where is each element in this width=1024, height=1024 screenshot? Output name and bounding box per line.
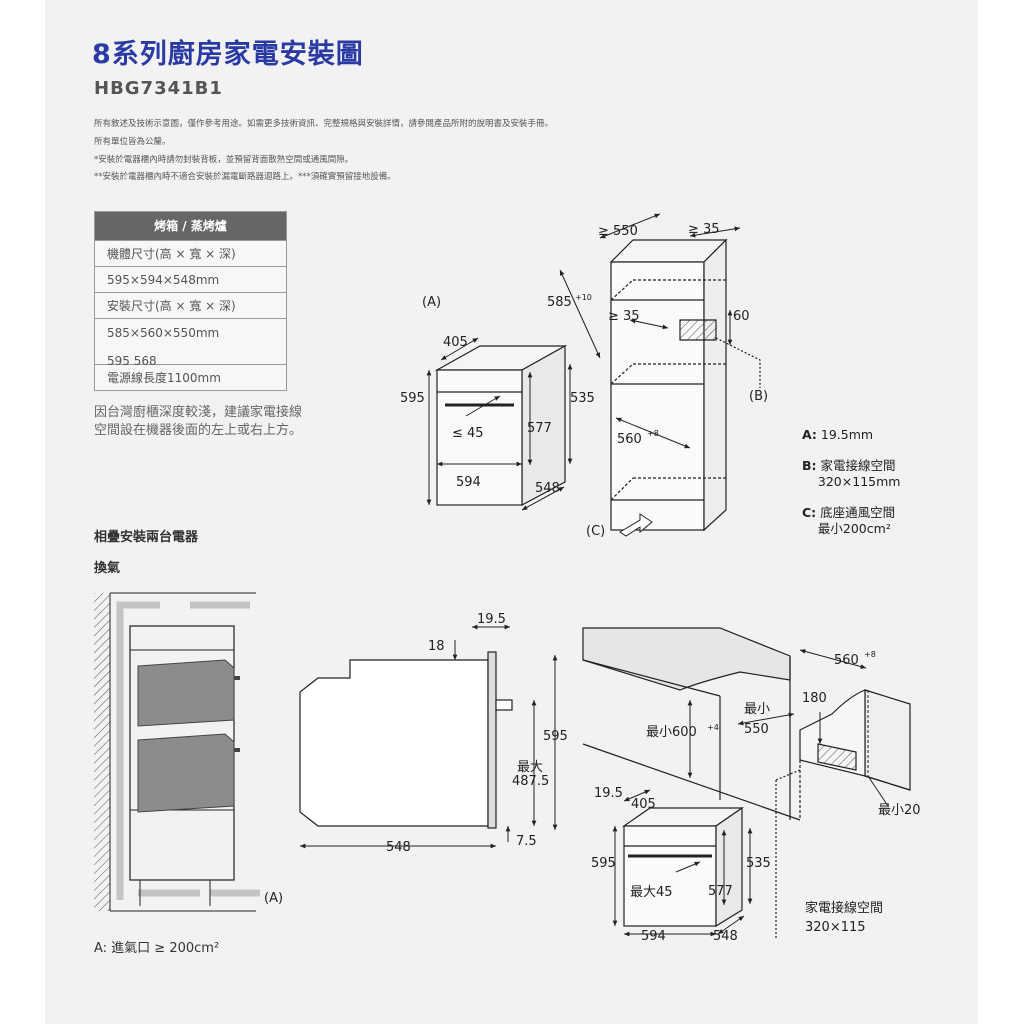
cab-560-sup: +8 [647, 429, 659, 438]
legend-a-text: 19.5mm [820, 427, 874, 442]
legend-c-text1: 底座通風空間 [820, 505, 896, 520]
vent-title: 換氣 [94, 561, 121, 576]
top-label-a: (A) [422, 295, 441, 310]
bot-d180: 180 [802, 691, 827, 706]
counter-dim-lines [612, 649, 889, 937]
oven-3d-top [434, 344, 568, 507]
vent-arrow-icon [619, 513, 653, 537]
legend-c-key: C: [802, 505, 817, 520]
side-d7-5: 7.5 [516, 834, 537, 849]
vent-note: A: 進氣口 ≥ 200cm² [94, 941, 220, 956]
spec-install-size-alt: 595 568 [107, 354, 157, 368]
bot-w560-sup: +8 [864, 650, 876, 659]
legend-a: A: 19.5mm [802, 427, 873, 443]
legend-c-text2: 最小200cm² [817, 521, 891, 536]
note-line-4: **安裝於電器櫃內時不適合安裝於漏電斷路器迴路上。***須確實預留接地設備。 [94, 172, 396, 182]
spec-cable-length: 電源線長度1100mm [95, 364, 286, 390]
bot-min550-2: 550 [744, 722, 769, 737]
top-d548: 548 [535, 481, 560, 496]
note-line-1: 所有敘述及技術示意圖，僅作參考用途。如需更多技術資訊、完整規格與安裝詳情，請參閱… [94, 119, 554, 129]
advice-text: 因台灣廚櫃深度較淺，建議家電接線空間設在機器後面的左上或右上方。 [94, 405, 303, 438]
top-h595: 595 [400, 391, 425, 406]
vent-label-a: (A) [264, 891, 283, 906]
tall-cabinet [609, 238, 761, 532]
legend-b: B: 家電接線空間 320×115mm [802, 458, 900, 490]
bot-w560: 560 [834, 653, 859, 668]
page-title: 8系列廚房家電安裝圖 [92, 39, 364, 70]
legend-a-key: A: [802, 427, 817, 442]
side-d487-5: 487.5 [512, 774, 549, 789]
top-oven-dim-lines [426, 337, 573, 511]
bot-min550-1: 最小 [744, 702, 770, 717]
cab-585-sup: +10 [575, 293, 592, 302]
side-d18: 18 [428, 639, 445, 654]
top-w594: 594 [456, 475, 481, 490]
spec-install-size-cell: 585×560×550mm 595 568 [95, 318, 286, 368]
top-w405: 405 [443, 335, 468, 350]
bot-w594: 594 [641, 929, 666, 944]
legend-b-key: B: [802, 458, 817, 473]
vent-diagram [94, 592, 260, 912]
spec-install-size-label: 安裝尺寸(高 × 寬 × 深) [95, 292, 286, 318]
top-label-b: (B) [749, 389, 768, 404]
side-dmax: 最大 [517, 760, 543, 775]
note-line-2: 所有單位皆為公釐。 [94, 137, 171, 147]
bot-cable-space-2: 320×115 [805, 920, 866, 935]
cab-60: 60 [733, 309, 750, 324]
legend-b-text1: 家電接線空間 [820, 458, 896, 473]
side-view-oven [299, 651, 513, 829]
legend-c: C: 底座通風空間 最小200cm² [802, 505, 895, 537]
side-d548: 548 [386, 840, 411, 855]
model-number: HBG7341B1 [94, 78, 223, 99]
side-view-dim-lines [300, 624, 558, 849]
bot-h535: 535 [746, 856, 771, 871]
stack-title: 相疊安裝兩台電器 [94, 530, 199, 545]
bot-max45: 最大45 [630, 885, 673, 900]
cab-585: 585 [547, 295, 572, 310]
cab-35b: ≥ 35 [608, 309, 640, 324]
bot-min600: 最小600 [646, 725, 697, 740]
bot-min20: 最小20 [878, 803, 921, 818]
top-h535: 535 [570, 391, 595, 406]
spec-body-size-value: 595×594×548mm [95, 266, 286, 292]
top-h577: 577 [527, 421, 552, 436]
bot-h595: 595 [591, 856, 616, 871]
cab-560: 560 [617, 432, 642, 447]
bot-cable-space-1: 家電接線空間 [805, 900, 883, 916]
top-label-c: (C) [586, 524, 605, 539]
cab-550: ≥ 550 [598, 224, 638, 239]
bot-d19-5: 19.5 [594, 786, 623, 801]
cabinet-dim-lines [559, 213, 741, 449]
bot-d405: 405 [631, 797, 656, 812]
legend-b-text2: 320×115mm [817, 474, 901, 489]
bot-d548: 548 [713, 929, 738, 944]
spec-table: 烤箱 / 蒸烤爐 機體尺寸(高 × 寬 × 深) 595×594×548mm 安… [94, 211, 287, 391]
page-panel [45, 0, 978, 1024]
bot-min600-sup: +4 [707, 723, 719, 732]
note-line-3: *安裝於電器櫃內時請勿封裝背板，並預留背面散熱空間或通風間隙。 [94, 155, 354, 165]
spec-header: 烤箱 / 蒸烤爐 [95, 212, 286, 240]
counter-install-diagram [582, 627, 911, 940]
top-d45: ≤ 45 [452, 426, 484, 441]
spec-install-size-value: 585×560×550mm [107, 326, 220, 340]
spec-body-size-label: 機體尺寸(高 × 寬 × 深) [95, 240, 286, 266]
cab-35: ≥ 35 [688, 222, 720, 237]
side-d19-5: 19.5 [477, 612, 506, 627]
side-d595: 595 [543, 729, 568, 744]
bot-h577: 577 [708, 884, 733, 899]
